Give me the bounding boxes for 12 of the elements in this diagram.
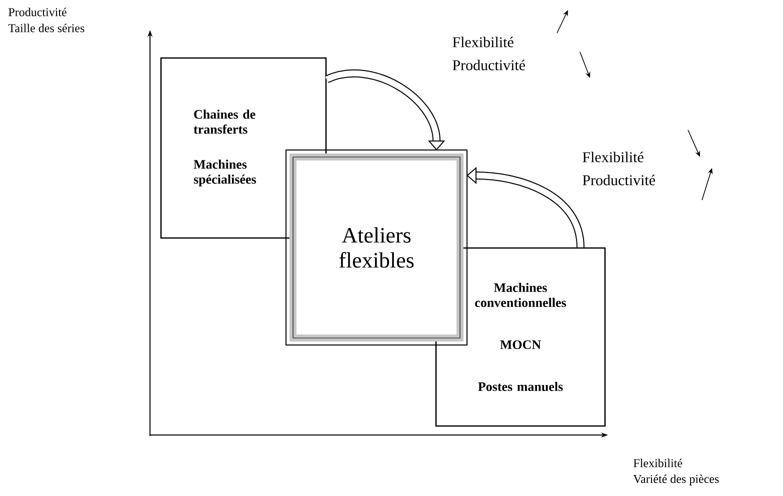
trend-label: Flexibilité — [582, 152, 644, 162]
trend-label: Productivité — [582, 174, 656, 186]
highlight-box: Ateliers flexibles — [286, 150, 468, 346]
axis-label: Variété des pièces — [633, 474, 719, 486]
axis-label: Productivité — [8, 8, 66, 16]
trend-label: Flexibilité — [452, 36, 514, 48]
category-box: Machines conventionnelles MOCN Postes manuels — [435, 247, 606, 427]
axis-label: Flexibilité — [634, 458, 682, 468]
category-box: Chaines de transferts Machines spécialisées — [160, 57, 327, 239]
curved-arrow — [325, 70, 446, 150]
axis-label: Taille des séries — [8, 24, 84, 32]
trend-label: Productivité — [452, 60, 526, 70]
